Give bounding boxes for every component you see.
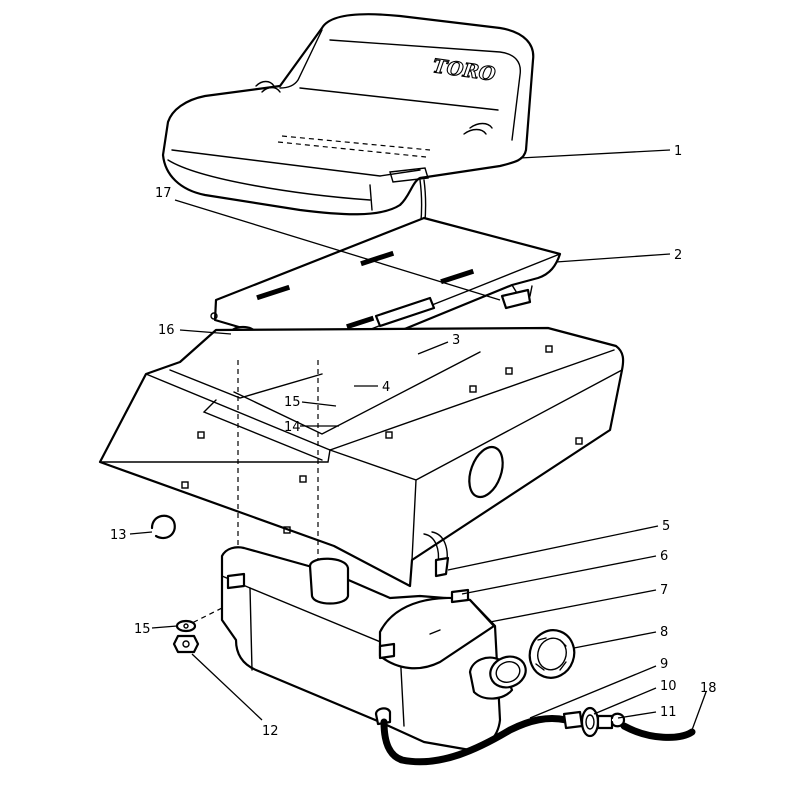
callout-18: 18 — [700, 681, 717, 696]
callout-8: 8 — [660, 625, 668, 640]
callout-17: 17 — [155, 186, 172, 201]
callout-labels: 1 2 3 4 5 6 7 8 9 10 11 12 13 14 15 15 1… — [110, 144, 717, 739]
callout-5: 5 — [662, 519, 670, 534]
fuel-cap — [528, 629, 576, 679]
seat: TORO — [161, 13, 535, 216]
fuel-filter — [562, 706, 614, 738]
nut — [172, 634, 200, 654]
callout-12: 12 — [262, 724, 279, 739]
callout-3: 3 — [452, 333, 460, 348]
snap-ring — [150, 514, 176, 540]
callout-15-upper: 15 — [284, 395, 301, 410]
callout-10: 10 — [660, 679, 677, 694]
callout-15-lower: 15 — [134, 622, 151, 637]
body-housing — [98, 326, 625, 588]
callout-4: 4 — [382, 380, 390, 395]
callout-1: 1 — [674, 144, 682, 159]
fuel-tank — [220, 546, 527, 752]
callout-2: 2 — [674, 248, 682, 263]
fuel-hose — [620, 722, 696, 741]
callout-13: 13 — [110, 528, 127, 543]
callout-9: 9 — [660, 657, 668, 672]
callout-7: 7 — [660, 583, 668, 598]
leader-lines — [129, 149, 707, 731]
callout-11: 11 — [660, 705, 677, 720]
callout-6: 6 — [660, 549, 668, 564]
washer — [175, 619, 197, 633]
fuel-line — [380, 714, 570, 766]
hose — [423, 531, 450, 578]
callout-16: 16 — [158, 323, 175, 338]
callout-14: 14 — [284, 420, 301, 435]
